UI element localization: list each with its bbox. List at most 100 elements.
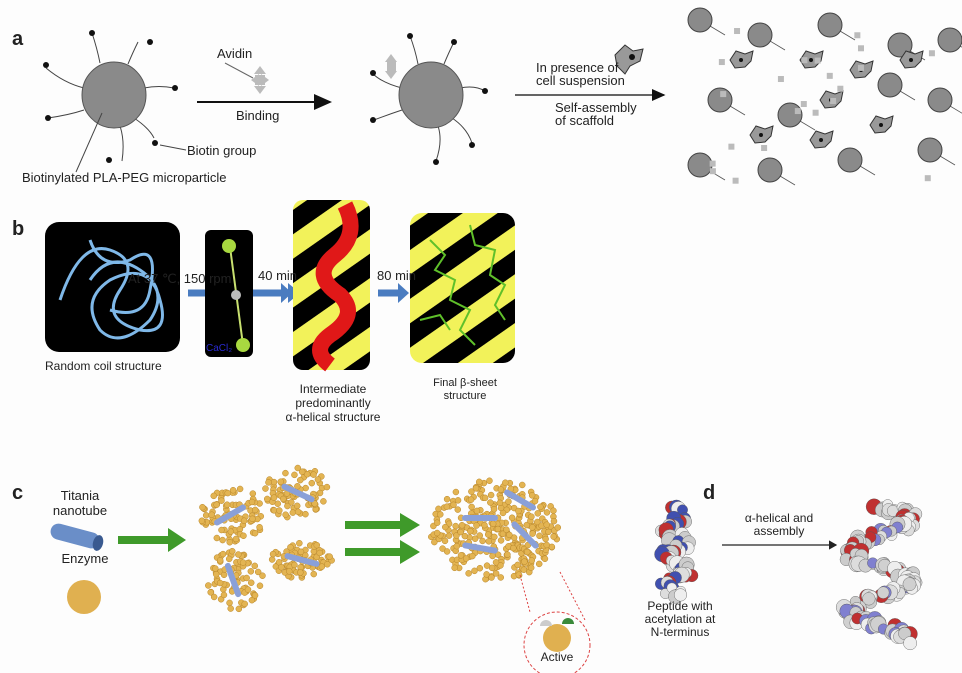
enzyme-dot — [263, 495, 271, 503]
enzyme-dot — [457, 552, 465, 559]
intermediate-line-1: Intermediate — [299, 382, 367, 396]
panel-label-d: d — [703, 482, 716, 504]
scaffold-particle — [837, 147, 863, 173]
enzyme-dot — [453, 532, 460, 539]
self-assembly-line-2: of scaffold — [555, 113, 615, 128]
enzyme-dot — [461, 532, 469, 540]
enzyme-dot — [218, 497, 225, 504]
enzyme-dot — [528, 492, 536, 499]
enzyme-dot — [240, 532, 247, 540]
enzyme-dot — [476, 532, 484, 539]
enzyme-dot — [229, 486, 237, 494]
enzyme-dot — [244, 586, 252, 593]
enzyme-dot — [225, 555, 233, 563]
avidin-label: Avidin — [217, 46, 253, 61]
enzyme-dot — [324, 561, 331, 568]
enzyme-dot — [316, 549, 323, 557]
enzyme-dot — [219, 550, 227, 558]
microparticle-1 — [43, 30, 187, 173]
enzyme-dot — [251, 562, 259, 570]
enzyme-dot — [473, 507, 481, 515]
atom — [877, 586, 890, 599]
enzyme-dot — [235, 551, 242, 558]
enzyme-dot — [248, 596, 256, 604]
condition-label: At 37 ℃, 150 rpm — [128, 271, 232, 286]
enzyme-dot — [313, 541, 321, 549]
enzyme-dot — [326, 553, 333, 560]
enzyme-dot — [294, 508, 302, 516]
enzyme-dot — [485, 538, 493, 545]
enzyme-dot — [520, 566, 528, 573]
scaffold-avidin — [720, 91, 727, 98]
presence-line-1: In presence of — [536, 60, 619, 75]
enzyme-dot — [458, 522, 466, 529]
panel-label-c: c — [12, 482, 24, 504]
enzyme-dot — [496, 499, 504, 507]
enzyme-dot — [251, 529, 259, 537]
scaffold-particle — [777, 102, 803, 128]
presence-line-2: cell suspension — [536, 73, 625, 88]
enzyme-dot — [270, 478, 278, 486]
enzyme-dot — [302, 484, 309, 492]
enzyme-dot — [256, 582, 264, 590]
enzyme-dot — [308, 479, 316, 487]
scaffold-avidin — [830, 97, 837, 104]
scaffold-avidin — [709, 168, 716, 175]
enzyme-dot — [289, 509, 297, 516]
enzyme-dot — [314, 476, 322, 483]
enzyme-dot — [550, 517, 558, 525]
enzyme-dot — [249, 515, 256, 523]
cacl2-label: CaCl₂ — [206, 343, 233, 354]
enzyme-dot — [445, 532, 453, 539]
enzyme-dot — [226, 599, 233, 607]
enzyme-dot — [236, 485, 244, 493]
avidin-icon — [224, 62, 269, 94]
enzyme-dot — [318, 563, 326, 570]
enzyme-dot — [450, 501, 457, 509]
scaffold-avidin — [709, 160, 716, 167]
enzyme-dot — [523, 548, 531, 556]
scaffold-avidin — [857, 45, 864, 52]
enzyme-dot — [247, 568, 255, 575]
enzyme-dot — [220, 591, 228, 599]
nanotube-rod — [224, 562, 242, 598]
enzyme-dot — [471, 567, 478, 575]
enzyme-dot — [475, 478, 483, 486]
scaffold-particle — [707, 87, 733, 113]
enzyme-dot — [248, 498, 256, 506]
enzyme-dot — [503, 526, 510, 533]
microparticle-2 — [370, 33, 488, 165]
enzyme-dot — [247, 579, 255, 586]
enzyme-dot — [481, 494, 489, 502]
panel-label-a: a — [12, 28, 24, 50]
enzyme-dot — [492, 559, 500, 566]
enzyme-dot — [277, 478, 285, 485]
enzyme-dot — [269, 550, 277, 558]
peptide-line-1: Peptide with — [647, 599, 713, 613]
enzyme-dot — [297, 476, 304, 484]
enzyme-dot — [210, 492, 217, 500]
enzyme-dot — [302, 510, 309, 518]
nanotube-rod — [504, 489, 536, 511]
enzyme-dot — [294, 464, 302, 472]
titania-line-2: nanotube — [52, 503, 108, 518]
enzyme-dot — [486, 477, 493, 485]
enzyme-dot — [224, 489, 231, 497]
coil-graphic — [58, 239, 164, 340]
enzyme-dot — [216, 557, 224, 564]
enzyme-dot — [228, 547, 236, 555]
scaffold-avidin — [761, 145, 768, 152]
enzyme-dot — [536, 532, 543, 540]
enzyme-dot — [462, 555, 470, 562]
enzyme-dot — [468, 488, 475, 495]
enzyme-dot — [497, 562, 504, 569]
titania-line-1: Titania — [60, 488, 100, 503]
enzyme-dot — [543, 541, 550, 549]
peptide-line-2: acetylation at — [644, 612, 716, 626]
scaffold-avidin — [801, 57, 808, 64]
random-coil-label: Random coil structure — [45, 359, 162, 373]
enzyme-dot — [452, 488, 460, 496]
